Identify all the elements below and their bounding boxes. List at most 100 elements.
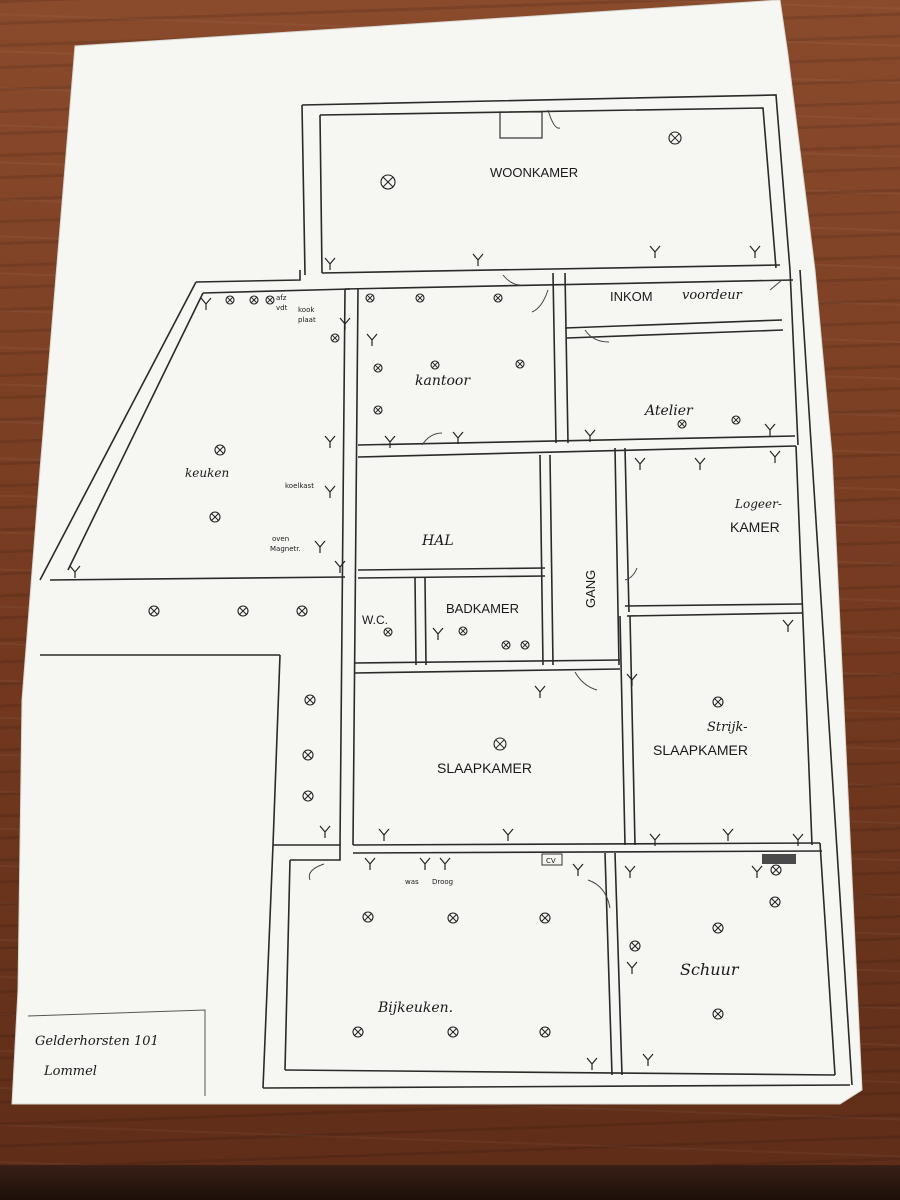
light-fixture-icon xyxy=(296,605,308,617)
floor-edge xyxy=(0,1165,900,1200)
room-label-woonkamer: WOONKAMER xyxy=(490,165,578,180)
socket-symbol-icon xyxy=(722,828,734,841)
socket-symbol-icon xyxy=(384,435,396,448)
socket-symbol-icon xyxy=(782,619,794,632)
light-fixture-icon xyxy=(515,359,525,369)
socket-symbol-icon xyxy=(334,560,346,573)
light-fixture-icon xyxy=(249,295,259,305)
socket-symbol-icon xyxy=(769,450,781,463)
room-label-strijk-slaapkamer: SLAAPKAMER xyxy=(653,742,748,758)
light-fixture-icon xyxy=(731,415,741,425)
light-fixture-icon xyxy=(415,293,425,303)
light-fixture-icon xyxy=(769,896,781,908)
light-fixture-icon xyxy=(430,360,440,370)
socket-symbol-icon xyxy=(69,565,81,578)
note-afz: afz xyxy=(276,294,287,302)
light-fixture-icon xyxy=(501,640,511,650)
socket-symbol-icon xyxy=(634,457,646,470)
light-fixture-icon xyxy=(447,912,459,924)
room-label-atelier: Atelier xyxy=(643,403,694,419)
socket-symbol-icon xyxy=(642,1053,654,1066)
socket-symbol-icon xyxy=(378,828,390,841)
socket-symbol-icon xyxy=(749,245,761,258)
socket-symbol-icon xyxy=(200,297,212,310)
socket-symbol-icon xyxy=(626,673,638,686)
room-label-schuur: Schuur xyxy=(680,960,740,979)
note-droog: Droog xyxy=(432,878,453,886)
socket-symbol-icon xyxy=(419,857,431,870)
light-fixture-icon xyxy=(352,1026,364,1038)
room-label-hal: HAL xyxy=(421,533,454,549)
light-fixture-icon xyxy=(447,1026,459,1038)
note-koelkast: koelkast xyxy=(285,482,314,490)
room-label-wc: W.C. xyxy=(362,613,388,627)
socket-symbol-icon xyxy=(624,865,636,878)
light-fixture-icon xyxy=(539,912,551,924)
room-label-strijk: Strijk- xyxy=(707,720,748,735)
socket-symbol-icon xyxy=(649,833,661,846)
light-fixture-icon xyxy=(209,511,221,523)
electrical-symbols xyxy=(69,245,804,1070)
room-label-kantoor: kantoor xyxy=(415,373,471,389)
socket-symbol-icon xyxy=(324,485,336,498)
light-fixture-icon xyxy=(712,1008,724,1020)
light-fixture-icon xyxy=(302,790,314,802)
light-fixture-icon xyxy=(302,749,314,761)
socket-symbol-icon xyxy=(472,253,484,266)
note-vdt: vdt xyxy=(276,304,288,312)
door-swings xyxy=(308,109,783,909)
socket-symbol-icon xyxy=(649,245,661,258)
note-magnetron: Magnetr. xyxy=(270,545,301,553)
socket-symbol-icon xyxy=(432,627,444,640)
cv-box xyxy=(541,853,563,866)
light-fixture-icon xyxy=(770,864,782,876)
light-fixture-icon xyxy=(668,131,682,145)
note-was: was xyxy=(405,878,419,886)
room-label-gang: GANG xyxy=(583,570,598,608)
light-fixture-icon xyxy=(148,605,160,617)
socket-symbol-icon xyxy=(324,257,336,270)
room-label-badkamer: BADKAMER xyxy=(446,601,519,616)
socket-symbol-icon xyxy=(586,1057,598,1070)
socket-symbol-icon xyxy=(572,863,584,876)
light-fixture-icon xyxy=(225,295,235,305)
room-label-keuken: keuken xyxy=(185,466,229,480)
meter-box xyxy=(762,854,796,864)
light-fixture-icon xyxy=(214,444,226,456)
socket-symbol-icon xyxy=(502,828,514,841)
light-fixture-icon xyxy=(520,640,530,650)
light-fixture-icon xyxy=(493,737,507,751)
room-label-bijkeuken: Bijkeuken. xyxy=(377,1000,453,1016)
note-kook: kook xyxy=(298,306,315,314)
light-fixture-icon xyxy=(539,1026,551,1038)
light-fixture-icon xyxy=(629,940,641,952)
socket-symbol-icon xyxy=(439,857,451,870)
light-fixture-icon xyxy=(362,911,374,923)
light-fixture-icon xyxy=(712,922,724,934)
socket-symbol-icon xyxy=(314,540,326,553)
label-voordeur: voordeur xyxy=(682,288,743,303)
note-plaat: plaat xyxy=(298,316,316,324)
ceiling-lights xyxy=(148,131,782,1038)
light-fixture-icon xyxy=(712,696,724,708)
light-fixture-icon xyxy=(677,419,687,429)
light-fixture-icon xyxy=(365,293,375,303)
socket-symbol-icon xyxy=(792,833,804,846)
address-box xyxy=(27,1009,206,1096)
address-street: Gelderhorsten 101 xyxy=(35,1034,159,1049)
light-fixture-icon xyxy=(330,333,340,343)
fireplace xyxy=(499,111,543,139)
room-label-slaapkamer: SLAAPKAMER xyxy=(437,760,532,776)
light-fixture-icon xyxy=(383,627,393,637)
address-city: Lommel xyxy=(43,1064,97,1079)
light-fixture-icon xyxy=(304,694,316,706)
socket-symbol-icon xyxy=(751,865,763,878)
socket-symbol-icon xyxy=(339,317,351,330)
light-fixture-icon xyxy=(265,295,275,305)
note-oven: oven xyxy=(272,535,289,543)
walls xyxy=(39,94,853,1089)
light-fixture-icon xyxy=(373,363,383,373)
socket-symbol-icon xyxy=(626,961,638,974)
socket-symbol-icon xyxy=(324,435,336,448)
